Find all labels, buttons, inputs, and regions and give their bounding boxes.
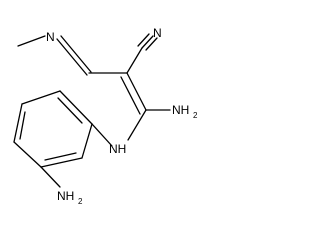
atom-label-imine-n: N bbox=[46, 30, 55, 44]
structure-canvas: N N NH 2 NH NH 2 bbox=[13, 26, 198, 206]
atom-label-nitrile-n: N bbox=[153, 26, 162, 40]
bond-c-cn bbox=[126, 47, 143, 74]
atom-label-amine-bottom-subscript: 2 bbox=[78, 197, 83, 206]
bond-c-c-double-2 bbox=[120, 76, 141, 115]
bond-c-c-double-1 bbox=[126, 72, 147, 111]
ring-double-1 bbox=[57, 97, 83, 124]
ring-bond-2 bbox=[21, 90, 61, 105]
bond-n-ch-2 bbox=[56, 38, 88, 76]
bond-cn-triple-3 bbox=[145, 37, 158, 51]
molecule-diagram: N N NH 2 NH NH 2 bbox=[13, 26, 198, 206]
ring-double-3 bbox=[44, 152, 77, 161]
ring-bond-1 bbox=[59, 90, 93, 125]
atom-label-amine-top: NH bbox=[172, 103, 189, 117]
bond-n-ch-1 bbox=[60, 35, 92, 73]
bond-ring-nh2 bbox=[40, 166, 61, 188]
bond-c-nh bbox=[127, 109, 147, 141]
atom-label-amine-bottom: NH bbox=[57, 189, 74, 203]
ring-bond-5 bbox=[40, 157, 83, 168]
atom-label-linker-nh: NH bbox=[109, 142, 126, 156]
ring-bond-6 bbox=[81, 123, 93, 159]
bond-methyl-n bbox=[17, 35, 46, 47]
ring-bond-4 bbox=[13, 141, 42, 168]
ring-bond-3 bbox=[13, 103, 23, 143]
bond-cn-triple-1 bbox=[141, 35, 154, 49]
ring-double-2 bbox=[19, 111, 26, 140]
atom-label-amine-top-subscript: 2 bbox=[193, 111, 198, 120]
bond-cn-triple-2 bbox=[137, 33, 150, 47]
bond-nh-ring bbox=[91, 123, 113, 147]
